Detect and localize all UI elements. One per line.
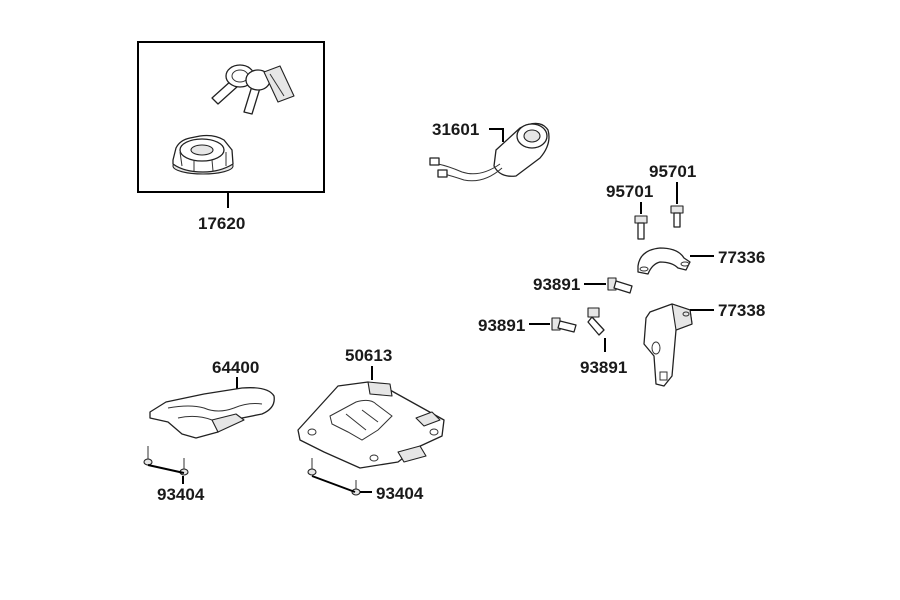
callout-95701-lower: 95701 <box>606 182 653 201</box>
plate-64400-drawing <box>149 387 275 439</box>
bracket-77336-group: 77336 <box>637 247 765 275</box>
leader-93404-right <box>311 475 356 493</box>
screw-93891-drawing-b <box>551 317 577 333</box>
kit-17620-group: 17620 <box>137 41 325 233</box>
bolts-95701-group: 95701 95701 <box>606 162 696 240</box>
studs-93404-right-group: 93404 <box>307 458 424 503</box>
callout-31601: 31601 <box>432 120 479 139</box>
callout-77336: 77336 <box>718 248 765 267</box>
studs-93404-left-group: 93404 <box>143 446 205 504</box>
bracket-77338-group: 77338 <box>643 301 765 387</box>
plate-50613-drawing <box>297 381 445 469</box>
leader-31601 <box>489 128 504 142</box>
callout-93404-left: 93404 <box>157 485 205 504</box>
callout-64400: 64400 <box>212 358 259 377</box>
key-set-drawing <box>211 64 295 115</box>
callout-50613: 50613 <box>345 346 392 365</box>
kit-box-outline <box>137 41 325 193</box>
switch-31601-group: 31601 <box>429 120 550 182</box>
clamp-77336-drawing <box>637 247 691 275</box>
screw-93891-drawing-c <box>587 307 605 336</box>
callout-77338: 77338 <box>718 301 765 320</box>
callout-93891-a: 93891 <box>533 275 580 294</box>
callout-93404-right: 93404 <box>376 484 424 503</box>
stud-93404-drawing-a <box>143 446 189 476</box>
bolt-95701-drawing-b <box>634 215 648 240</box>
plate-64400-group: 64400 <box>149 358 275 439</box>
screws-93891-group: 93891 93891 93891 <box>478 275 633 377</box>
bracket-77338-drawing <box>643 303 693 387</box>
fuel-cap-drawing <box>172 134 234 175</box>
callout-95701-upper: 95701 <box>649 162 696 181</box>
callout-93891-b: 93891 <box>478 316 525 335</box>
bolt-95701-drawing-a <box>670 205 684 228</box>
ignition-switch-drawing <box>429 122 550 182</box>
callout-93891-c: 93891 <box>580 358 627 377</box>
leader-93404-left <box>147 464 185 474</box>
screw-93891-drawing-a <box>607 277 633 294</box>
plate-50613-group: 50613 <box>297 346 445 469</box>
callout-17620: 17620 <box>198 214 245 233</box>
